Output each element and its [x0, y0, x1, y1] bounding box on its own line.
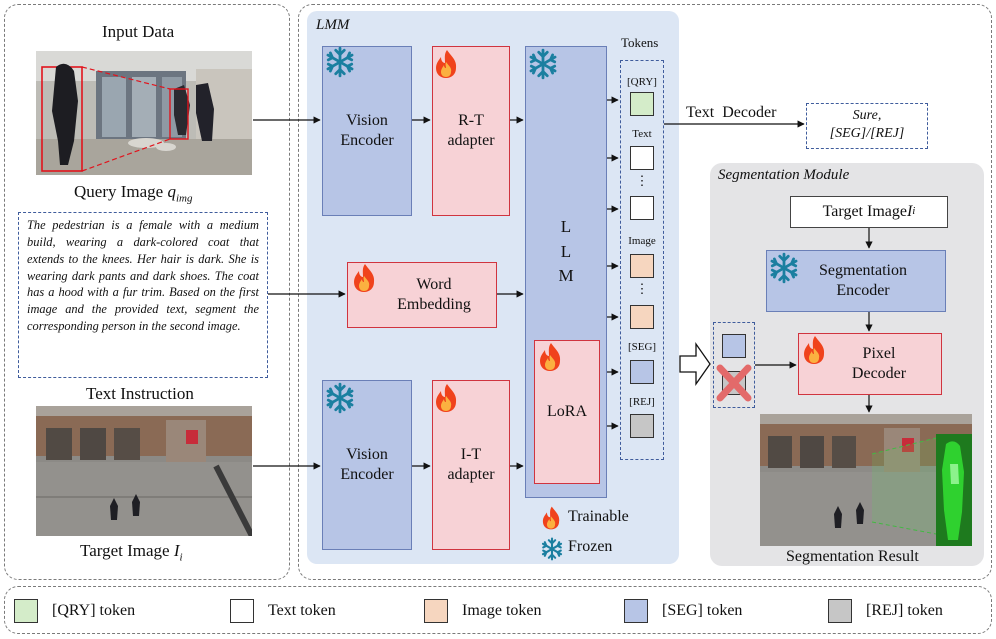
- legend-label-rej: [REJ] token: [866, 602, 943, 619]
- token-label-text: Text: [632, 128, 652, 140]
- seg-rej-selector: [713, 322, 755, 408]
- token-text-2: [630, 196, 654, 220]
- legend-swatch-qry: [14, 599, 38, 623]
- query-image-caption: Query Image qimg: [74, 182, 193, 205]
- token-text-1: [630, 146, 654, 170]
- text-instruction-box: The pedestrian is a female with a medium…: [18, 212, 268, 378]
- token-rej: [630, 414, 654, 438]
- legend-swatch-seg: [624, 599, 648, 623]
- selector-seg-token: [722, 334, 746, 358]
- legend-label-image: Image token: [462, 602, 542, 619]
- legend-item-rej: [REJ] token: [828, 596, 943, 626]
- legend-trainable-label: Trainable: [568, 508, 629, 525]
- text-decoder-label: Text Decoder: [686, 104, 777, 121]
- token-qry: [630, 92, 654, 116]
- legend-swatch-text: [230, 599, 254, 623]
- legend-frozen-label: Frozen: [568, 538, 613, 555]
- legend-swatch-rej: [828, 599, 852, 623]
- lmm-title: LMM: [316, 17, 350, 33]
- tokens-column: [620, 60, 664, 460]
- target-image: [36, 406, 252, 536]
- token-label-rej: [REJ]: [629, 396, 655, 408]
- text-decoder-output: Sure, [SEG]/[REJ]: [806, 103, 928, 149]
- legend-item-seg: [SEG] token: [624, 596, 742, 626]
- target-image-caption: Target Image Ii: [80, 541, 183, 564]
- legend-item-text: Text token: [230, 596, 336, 626]
- legend-panel: [4, 586, 992, 634]
- text-output-line2: [SEG]/[REJ]: [829, 126, 905, 142]
- input-data-title: Input Data: [102, 22, 175, 41]
- legend-label-text: Text token: [268, 602, 336, 619]
- token-dots-2: ⋮: [635, 281, 649, 296]
- segmentation-result-caption: Segmentation Result: [786, 548, 919, 565]
- segmentation-result-image: [760, 414, 972, 546]
- legend-item-qry: [QRY] token: [14, 596, 135, 626]
- token-label-seg: [SEG]: [627, 341, 657, 353]
- token-dots-1: ⋮: [635, 173, 649, 188]
- reject-cross-icon: [716, 364, 752, 402]
- tokens-title: Tokens: [621, 35, 659, 50]
- model-panel: [298, 4, 992, 580]
- legend-swatch-image: [424, 599, 448, 623]
- text-output-line1: Sure,: [852, 108, 882, 123]
- token-seg: [630, 360, 654, 384]
- token-label-qry: [QRY]: [627, 76, 657, 88]
- token-image-2: [630, 305, 654, 329]
- input-data-panel: [4, 4, 290, 580]
- query-image: [36, 51, 252, 175]
- token-image-1: [630, 254, 654, 278]
- text-instruction-content: The pedestrian is a female with a medium…: [27, 218, 259, 334]
- pixel-decoder: Pixel Decoder: [798, 333, 942, 395]
- seg-module-title: Segmentation Module: [718, 167, 850, 183]
- llm-label: L L M: [558, 217, 574, 286]
- legend-label-qry: [QRY] token: [52, 602, 136, 619]
- legend-item-image: Image token: [424, 596, 542, 626]
- token-label-image: Image: [628, 235, 656, 247]
- token-legend: [QRY] token Text token Image token [SEG]…: [14, 596, 984, 626]
- word-embedding: Word Embedding: [347, 262, 497, 328]
- text-instruction-caption: Text Instruction: [86, 384, 194, 403]
- hollow-transfer-arrow: [679, 341, 711, 387]
- legend-label-seg: [SEG] token: [662, 602, 743, 619]
